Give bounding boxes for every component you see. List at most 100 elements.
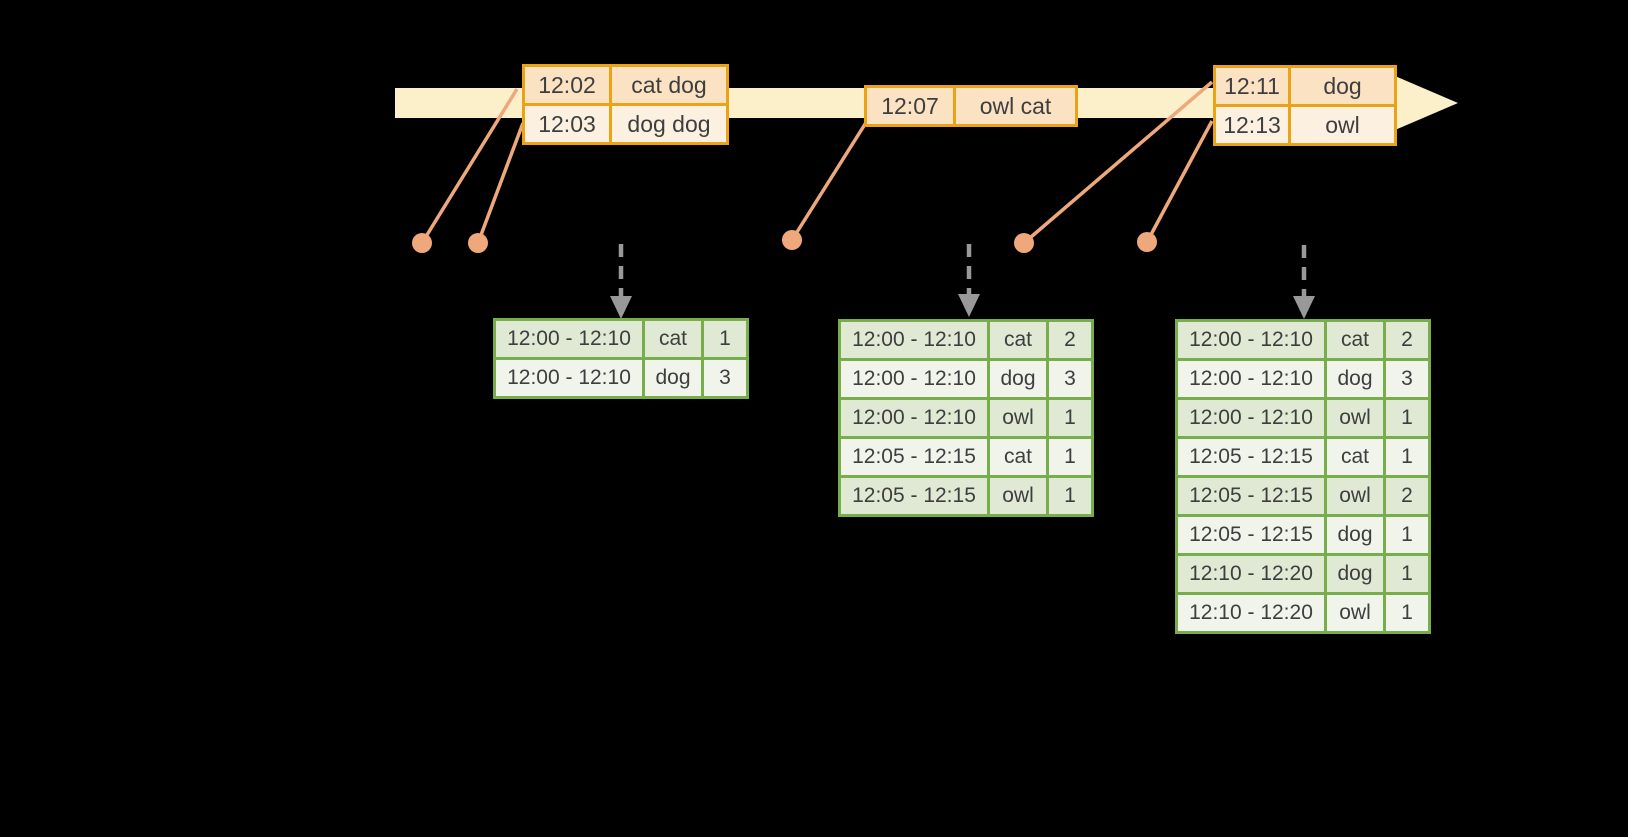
word-cell: dog xyxy=(1324,553,1386,595)
word-cell: owl xyxy=(1324,592,1386,634)
word-cell: cat xyxy=(1324,319,1386,361)
time-cell: 12:03 xyxy=(522,103,612,145)
count-cell: 3 xyxy=(1046,358,1094,400)
window-cell: 12:00 - 12:10 xyxy=(493,318,645,360)
count-cell: 1 xyxy=(1383,553,1431,595)
event-connector-line xyxy=(790,120,869,241)
count-cell: 1 xyxy=(701,318,749,360)
count-cell: 3 xyxy=(701,357,749,399)
word-cell: cat xyxy=(987,319,1049,361)
word-cell: owl xyxy=(1324,475,1386,517)
word-cell: dog xyxy=(1324,358,1386,400)
window-cell: 12:00 - 12:10 xyxy=(1175,397,1327,439)
word-cell: cat xyxy=(987,436,1049,478)
time-cell: 12:13 xyxy=(1213,104,1291,146)
count-cell: 1 xyxy=(1046,397,1094,439)
window-cell: 12:05 - 12:15 xyxy=(1175,436,1327,478)
words-cell: owl xyxy=(1288,104,1397,146)
window-cell: 12:00 - 12:10 xyxy=(838,358,990,400)
window-cell: 12:10 - 12:20 xyxy=(1175,553,1327,595)
count-cell: 1 xyxy=(1383,514,1431,556)
window-cell: 12:05 - 12:15 xyxy=(1175,475,1327,517)
word-cell: cat xyxy=(1324,436,1386,478)
time-cell: 12:02 xyxy=(522,64,612,106)
count-cell: 1 xyxy=(1383,436,1431,478)
word-cell: dog xyxy=(1324,514,1386,556)
word-cell: cat xyxy=(642,318,704,360)
window-cell: 12:05 - 12:15 xyxy=(838,475,990,517)
count-cell: 2 xyxy=(1383,319,1431,361)
word-cell: owl xyxy=(987,475,1049,517)
event-dot xyxy=(1014,233,1034,253)
trigger-arrow-icon xyxy=(1293,245,1315,319)
event-dot xyxy=(782,230,802,250)
window-cell: 12:05 - 12:15 xyxy=(838,436,990,478)
word-cell: owl xyxy=(1324,397,1386,439)
window-cell: 12:00 - 12:10 xyxy=(1175,319,1327,361)
timeline-arrowhead-icon xyxy=(1395,76,1458,130)
words-cell: dog xyxy=(1288,65,1397,107)
time-cell: 12:07 xyxy=(864,85,956,127)
time-cell: 12:11 xyxy=(1213,65,1291,107)
window-cell: 12:00 - 12:10 xyxy=(838,319,990,361)
count-cell: 3 xyxy=(1383,358,1431,400)
window-cell: 12:00 - 12:10 xyxy=(838,397,990,439)
word-cell: dog xyxy=(642,357,704,399)
count-cell: 1 xyxy=(1383,592,1431,634)
trigger-arrow-icon xyxy=(958,244,980,317)
event-dot xyxy=(1137,232,1157,252)
word-cell: dog xyxy=(987,358,1049,400)
words-cell: dog dog xyxy=(609,103,729,145)
window-cell: 12:05 - 12:15 xyxy=(1175,514,1327,556)
count-cell: 2 xyxy=(1383,475,1431,517)
words-cell: cat dog xyxy=(609,64,729,106)
count-cell: 1 xyxy=(1046,475,1094,517)
word-cell: owl xyxy=(987,397,1049,439)
count-cell: 1 xyxy=(1383,397,1431,439)
window-cell: 12:10 - 12:20 xyxy=(1175,592,1327,634)
count-cell: 2 xyxy=(1046,319,1094,361)
window-cell: 12:00 - 12:10 xyxy=(1175,358,1327,400)
event-connector-line xyxy=(420,88,519,244)
trigger-arrow-icon xyxy=(610,244,632,319)
event-connector-line xyxy=(476,122,525,244)
event-dot xyxy=(468,233,488,253)
event-dot xyxy=(412,233,432,253)
event-connector-line xyxy=(1022,80,1214,245)
words-cell: owl cat xyxy=(953,85,1078,127)
count-cell: 1 xyxy=(1046,436,1094,478)
window-cell: 12:00 - 12:10 xyxy=(493,357,645,399)
